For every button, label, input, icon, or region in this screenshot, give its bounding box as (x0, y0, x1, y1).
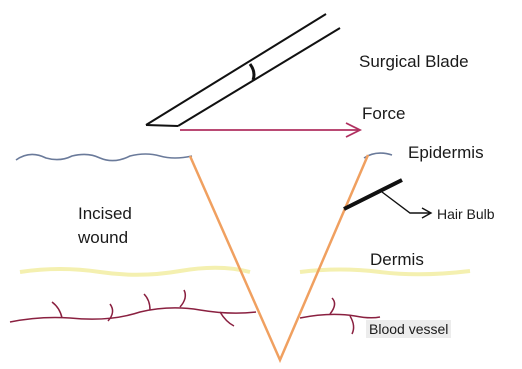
blood-vessel-label: Blood vessel (366, 320, 451, 338)
dermis-label: Dermis (370, 250, 424, 270)
surgical-blade-label: Surgical Blade (359, 52, 469, 72)
incised-label-line1: Incised (78, 204, 132, 224)
dermis-layer-line (20, 268, 250, 275)
hair-bulb (344, 180, 431, 218)
hair-bulb-label: Hair Bulb (437, 206, 495, 222)
hair-bulb-pointer (382, 192, 430, 213)
skin-surface-left (16, 154, 192, 161)
blade-notch (250, 64, 254, 80)
surgical-blade (146, 14, 340, 126)
epidermis-label: Epidermis (408, 143, 484, 163)
blood-vessel (10, 290, 380, 334)
dermis-layer-line-right (300, 270, 470, 275)
force-arrow (180, 123, 360, 137)
wound-edge (190, 155, 368, 360)
force-label: Force (362, 104, 405, 124)
incised-label-line2: wound (78, 228, 128, 248)
